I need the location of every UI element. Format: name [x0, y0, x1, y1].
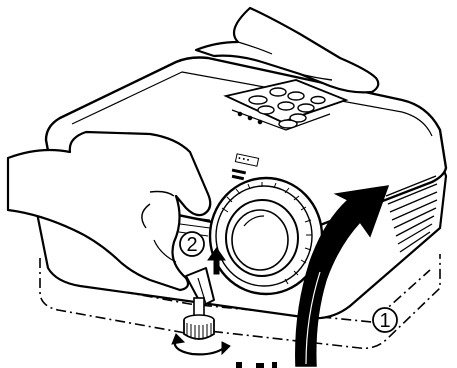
step-1-label: 1	[373, 308, 397, 332]
left-button	[258, 106, 274, 114]
cropped-caption	[236, 362, 277, 368]
step-2-label: 2	[180, 232, 204, 256]
menu-button	[270, 88, 286, 96]
step-2-number: 2	[186, 234, 197, 256]
power-button	[249, 96, 267, 104]
step-1-number: 1	[379, 310, 390, 332]
right-button	[298, 104, 314, 112]
input-button	[311, 97, 325, 104]
foot-knurling	[187, 323, 211, 340]
keystone-button	[279, 120, 297, 128]
lens-glass	[232, 210, 288, 270]
up-button	[288, 92, 304, 100]
enter-button	[278, 102, 294, 110]
